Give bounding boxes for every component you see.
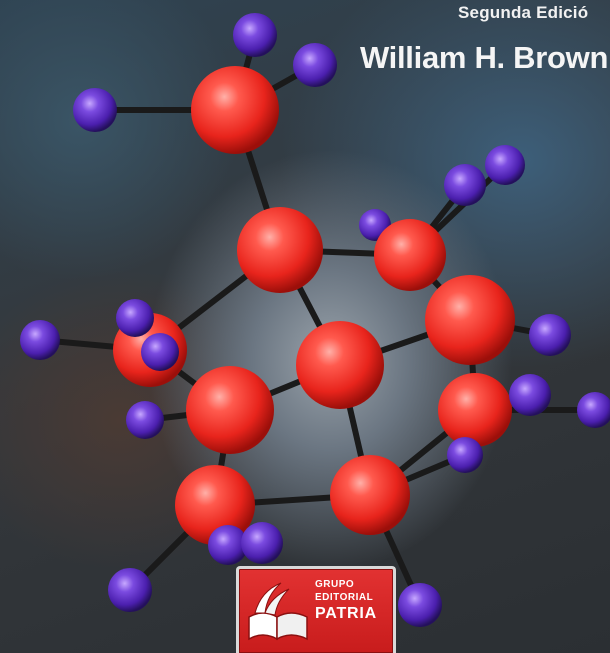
hydrogen-atom	[444, 164, 486, 206]
open-book-icon	[248, 582, 308, 641]
hydrogen-atom	[485, 145, 525, 185]
carbon-atom	[191, 66, 279, 154]
logo-text-grupo: GRUPO	[315, 579, 355, 590]
hydrogen-atom	[577, 392, 610, 428]
logo-text-editorial: EDITORIAL	[315, 592, 374, 603]
hydrogen-atom	[73, 88, 117, 132]
carbon-atom	[175, 465, 255, 545]
hydrogen-atom	[241, 522, 283, 564]
carbon-atom	[425, 275, 515, 365]
hydrogen-atom	[116, 299, 154, 337]
hydrogen-atom	[141, 333, 179, 371]
hydrogen-atom	[20, 320, 60, 360]
carbon-atom	[186, 366, 274, 454]
hydrogen-atom	[108, 568, 152, 612]
hydrogen-atom	[293, 43, 337, 87]
carbon-atom	[374, 219, 446, 291]
carbon-atom	[438, 373, 512, 447]
logo-text-patria: PATRIA	[315, 605, 377, 622]
hydrogen-atom	[398, 583, 442, 627]
edition-label: Segunda Edició	[458, 3, 589, 22]
hydrogen-atom	[208, 525, 248, 565]
carbon-atom	[296, 321, 384, 409]
hydrogen-atom	[509, 374, 551, 416]
hydrogen-atom	[233, 13, 277, 57]
carbon-atom	[237, 207, 323, 293]
author-name: William H. Brown	[360, 40, 609, 75]
hydrogen-atom	[126, 401, 164, 439]
hydrogen-atom	[529, 314, 571, 356]
carbon-atom	[330, 455, 410, 535]
publisher-logo: GRUPO EDITORIAL PATRIA	[236, 566, 396, 653]
hydrogen-atom	[447, 437, 483, 473]
